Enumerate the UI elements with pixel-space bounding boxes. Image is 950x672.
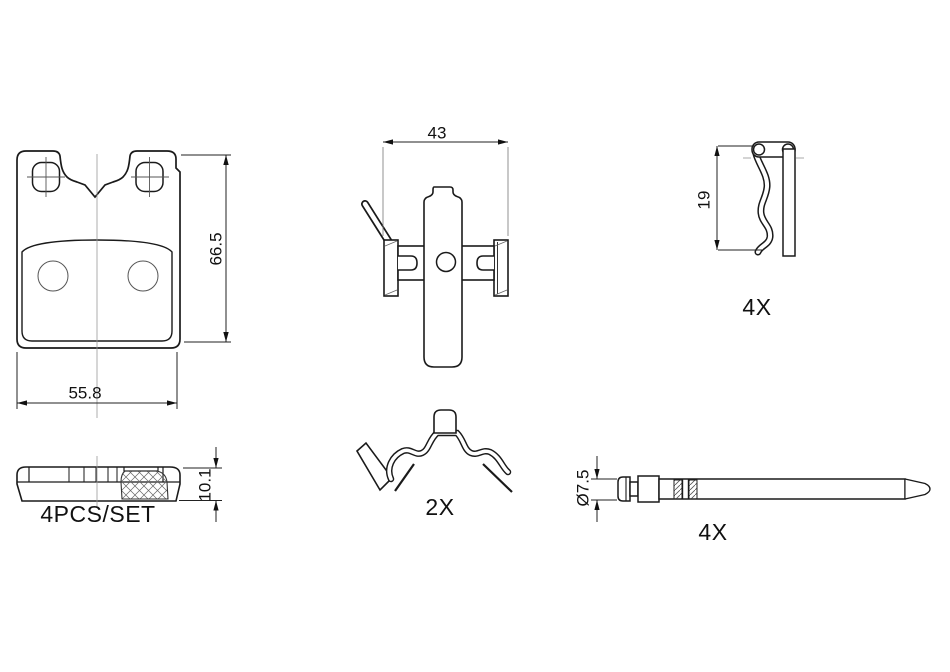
dimension-r-clip-height: [714, 145, 762, 251]
pad-friction-outline: [21, 239, 173, 342]
pad-thickness-dim-label: 10.1: [195, 468, 214, 501]
pin-quantity-label: 4X: [698, 519, 727, 545]
cross-spring-width-dim-label: 43: [428, 123, 447, 142]
pad-set-quantity-label: 4PCS/SET: [40, 501, 155, 527]
pad-circle-right: [127, 260, 159, 292]
pad-height-dim-label: 66.5: [206, 232, 225, 265]
pad-side-view: [16, 456, 181, 507]
cross-spring-hole: [435, 251, 457, 273]
dimension-pad-thickness: [179, 447, 222, 522]
bow-spring-view: [355, 409, 513, 493]
cross-spring-view: [361, 186, 509, 368]
r-clip-quantity-label: 4X: [742, 294, 771, 320]
pad-circle-left: [37, 260, 69, 292]
dimension-pin-diameter: [591, 456, 617, 522]
pin-diameter-dim-label: Ø7.5: [573, 470, 592, 507]
pad-width-dim-label: 55.8: [68, 383, 101, 402]
cross-spring-left-flange: [383, 239, 399, 297]
r-clip-view: [743, 141, 804, 257]
bow-spring-quantity-label: 2X: [425, 494, 454, 520]
dimension-pad-width: [16, 352, 178, 409]
dimension-pad-height: [181, 154, 231, 343]
r-clip-height-dim-label: 19: [694, 191, 713, 210]
pad-front-view: [16, 150, 181, 418]
bow-spring-knob: [433, 409, 457, 434]
guide-pin-view: [617, 475, 931, 503]
dimension-cross-spring-width: [382, 139, 509, 236]
cross-spring-right-flange: [493, 239, 509, 297]
pad-side-friction-hatch: [120, 470, 169, 500]
